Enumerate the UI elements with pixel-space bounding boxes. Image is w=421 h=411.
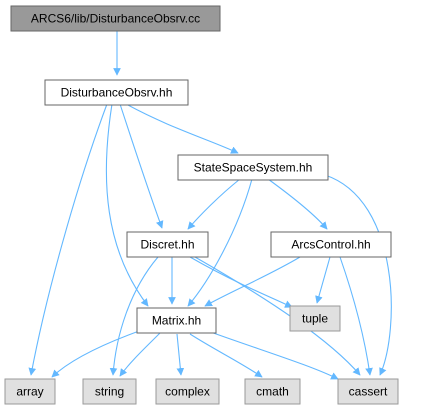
edge-disturbanceobsrv-to-matrix [105, 103, 149, 307]
node-label: array [16, 385, 43, 399]
node-label: cassert [349, 385, 388, 399]
node-discret-hh[interactable]: Discret.hh [126, 231, 209, 258]
node-label: tuple [302, 312, 328, 326]
edge-statespacesystem-to-matrix [187, 178, 253, 307]
node-label: string [95, 385, 124, 399]
edge-discret-to-string [109, 256, 159, 376]
node-cassert-system: cassert [337, 378, 399, 405]
node-root-file: ARCS6/lib/DisturbanceObsrv.cc [10, 5, 221, 32]
node-label: complex [165, 385, 210, 399]
edge-arcscontrol-to-cassert [339, 256, 373, 376]
node-matrix-hh[interactable]: Matrix.hh [136, 307, 217, 334]
node-disturbanceobsrv-hh[interactable]: DisturbanceObsrv.hh [44, 79, 189, 106]
edge-matrix-to-cmath [189, 333, 263, 378]
node-cmath-system: cmath [244, 378, 301, 405]
node-label: ARCS6/lib/DisturbanceObsrv.cc [31, 12, 200, 26]
edge-disturbanceobsrv-to-discret [119, 103, 164, 229]
edge-disturbanceobsrv-to-array [28, 103, 108, 376]
edge-statespacesystem-to-arcscontrol [267, 178, 328, 230]
edge-arcscontrol-to-tuple [315, 256, 331, 304]
edge-disturbanceobsrv-to-statespacesystem [125, 103, 239, 154]
edge-discret-to-tuple [189, 256, 293, 308]
node-label: DisturbanceObsrv.hh [61, 86, 173, 100]
node-tuple-system: tuple [289, 305, 341, 332]
node-label: StateSpaceSystem.hh [194, 161, 313, 175]
nodes: ARCS6/lib/DisturbanceObsrv.cc Disturbanc… [4, 5, 399, 405]
node-label: ArcsControl.hh [291, 238, 370, 252]
edge-matrix-to-string [119, 332, 161, 377]
node-complex-system: complex [155, 378, 220, 405]
node-label: Matrix.hh [152, 314, 201, 328]
node-arcscontrol-hh[interactable]: ArcsControl.hh [270, 231, 392, 258]
node-label: Discret.hh [140, 238, 194, 252]
edge-matrix-to-array [51, 329, 143, 378]
edge-matrix-to-cassert [204, 329, 339, 380]
edge-matrix-to-complex [176, 333, 185, 376]
node-statespacesystem-hh[interactable]: StateSpaceSystem.hh [177, 154, 329, 181]
edge-statespacesystem-to-discret [187, 178, 241, 230]
node-label: cmath [256, 385, 289, 399]
edge-statespacesystem-to-cassert [324, 174, 392, 376]
node-array-system: array [4, 378, 56, 405]
node-string-system: string [82, 378, 137, 405]
edge-arcscontrol-to-matrix [204, 256, 301, 307]
